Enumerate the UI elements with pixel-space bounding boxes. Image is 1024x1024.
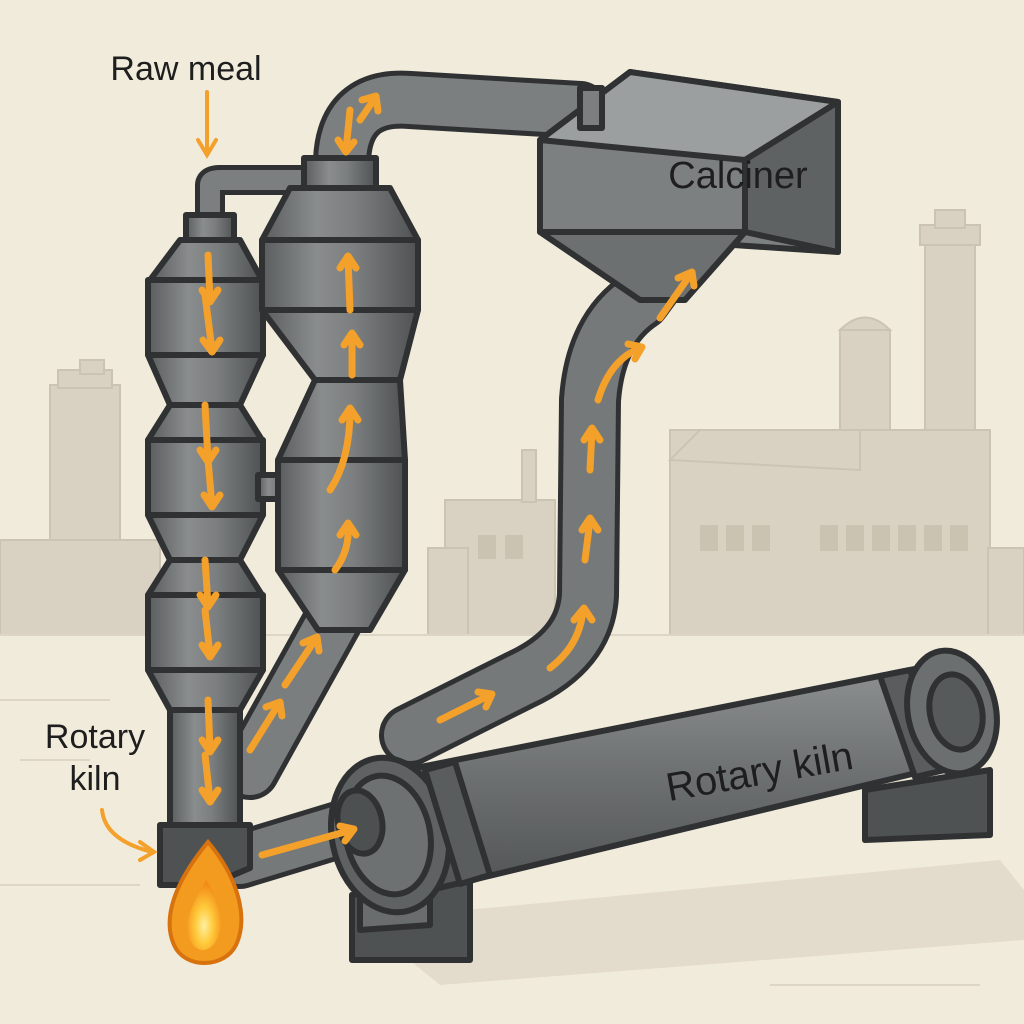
pointer-arrow-icon [196, 90, 218, 159]
flow-arrow-icon [340, 329, 364, 379]
label-rotary-kiln-side-line2: kiln [69, 760, 120, 798]
flow-arrow-icon [436, 688, 496, 724]
flow-arrow-icon [594, 340, 646, 404]
label-rotary-kiln-side-line1: Rotary [45, 718, 145, 756]
flow-arrow-icon [198, 751, 222, 806]
flow-arrow-icon [334, 106, 358, 156]
rotary-kiln [327, 647, 1000, 963]
factory-windows [478, 525, 968, 559]
flow-arrow-icon [281, 633, 323, 689]
calciner-vessel [537, 69, 841, 303]
flow-arrow-icon [199, 291, 224, 356]
flow-arrow-icon [580, 424, 604, 474]
flow-arrow-icon [196, 556, 220, 611]
flow-arrow-icon [356, 92, 382, 124]
flame-icon [167, 838, 244, 965]
flow-arrow-icon [546, 604, 596, 672]
flow-arrow-icon [200, 456, 224, 511]
flow-arrows [196, 92, 698, 859]
flow-arrow-icon [198, 606, 222, 661]
label-calciner: Calciner [668, 155, 808, 197]
flow-arrow-icon [258, 822, 358, 859]
flow-arrow-icon [326, 404, 362, 494]
flow-arrow-icon [246, 698, 286, 754]
flow-arrow-icon [198, 696, 222, 756]
flow-arrow-icon [331, 519, 360, 574]
flow-arrow-icon [656, 268, 698, 322]
label-raw-meal: Raw meal [110, 50, 261, 88]
flow-arrow-icon [578, 514, 602, 564]
flow-arrow-icon [336, 252, 360, 314]
pointer-arrow-icon [100, 808, 158, 862]
kiln-shadow [360, 860, 1024, 985]
